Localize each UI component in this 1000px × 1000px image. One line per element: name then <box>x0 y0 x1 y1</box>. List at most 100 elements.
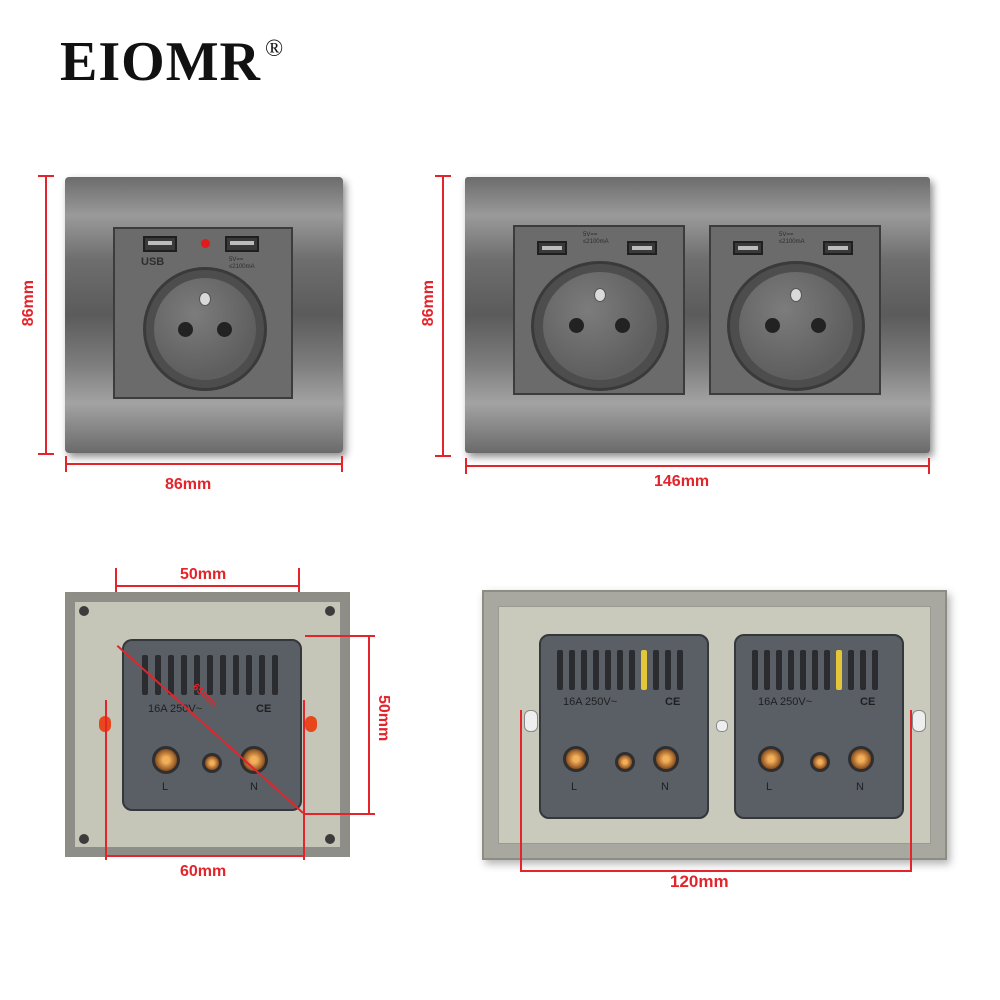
brand-name: EIOMR <box>60 31 261 93</box>
usb-port-right <box>823 241 853 255</box>
usb-port-left <box>537 241 567 255</box>
socket-module: USB 5V==≤2100mA <box>113 227 293 399</box>
side-dimension-line <box>368 635 370 815</box>
terminal-l-label: L <box>162 781 169 793</box>
height-dimension-tick-bottom <box>435 455 451 457</box>
ce-mark: CE <box>256 703 272 715</box>
rating-label: 16A 250V~ <box>758 696 813 708</box>
outlet-ring <box>727 261 865 391</box>
bottom-width-label: 60mm <box>180 863 227 880</box>
socket-mechanism-right: 16A 250V~ CE L N <box>734 634 904 819</box>
single-socket-back: 50mm 16A 250V~ CE L N 65mm 50mm <box>40 560 400 900</box>
single-face-plate: USB 5V==≤2100mA <box>65 177 343 453</box>
outlet-ring <box>531 261 669 391</box>
width-dimension-tick-left <box>465 458 467 474</box>
vent-slots <box>142 655 278 695</box>
terminal-n-label: N <box>661 781 669 793</box>
height-dimension-tick-top <box>435 175 451 177</box>
vent-slots <box>557 650 683 690</box>
ce-mark: CE <box>860 696 876 708</box>
height-dimension-tick-top <box>38 175 54 177</box>
terminal-live <box>563 746 589 772</box>
usb-port-left <box>143 236 177 252</box>
center-hole <box>716 720 728 732</box>
outlet-face <box>154 278 256 380</box>
earth-pin <box>790 288 802 302</box>
ce-mark: CE <box>665 696 681 708</box>
double-face-plate: 5V==≤2100mA 5V==≤2100mA <box>465 177 930 453</box>
height-label: 86mm <box>420 280 437 327</box>
terminal-earth <box>202 753 222 773</box>
top-dimension-line <box>115 585 300 587</box>
indicator-led <box>201 239 210 248</box>
bottom-dimension-tick-left <box>520 710 522 872</box>
terminal-neutral <box>653 746 679 772</box>
usb-spec: 5V==≤2100mA <box>779 232 805 246</box>
screw-bottom-right <box>325 834 335 844</box>
rating-label: 16A 250V~ <box>563 696 618 708</box>
side-height-label: 50mm <box>375 695 392 742</box>
mounting-hole-right <box>305 716 317 732</box>
side-dimension-tick-top <box>305 635 375 637</box>
usb-spec: 5V==≤2100mA <box>583 232 609 246</box>
terminal-live <box>152 746 180 774</box>
bottom-dimension-tick-right <box>910 710 912 872</box>
screw-bottom-left <box>79 834 89 844</box>
usb-spec-voltage: 5V== <box>779 232 794 238</box>
earth-pin <box>594 288 606 302</box>
usb-spec-current: ≤2100mA <box>779 239 805 245</box>
double-socket-back: 16A 250V~ CE L N 16A 250V~ CE L N 120mm <box>470 585 980 905</box>
usb-spec-voltage: 5V== <box>229 257 244 263</box>
registered-mark: ® <box>265 36 285 62</box>
socket-hole-left <box>765 318 780 333</box>
bottom-dimension-line <box>105 855 305 857</box>
bottom-dimension-tick-left <box>105 700 107 860</box>
width-label: 146mm <box>654 473 710 490</box>
usb-spec: 5V==≤2100mA <box>229 257 255 271</box>
mounting-hole-left <box>524 710 538 732</box>
socket-hole-left <box>569 318 584 333</box>
outlet-face <box>543 272 657 380</box>
screw-top-right <box>325 606 335 616</box>
usb-port-right <box>225 236 259 252</box>
width-dimension-tick-right <box>928 458 930 474</box>
usb-spec-voltage: 5V== <box>583 232 598 238</box>
socket-hole-left <box>178 322 193 337</box>
usb-spec-current: ≤2100mA <box>583 239 609 245</box>
terminal-l-label: L <box>571 781 578 793</box>
socket-hole-right <box>217 322 232 337</box>
bottom-dimension-tick-right <box>303 700 305 860</box>
top-width-label: 50mm <box>180 566 227 583</box>
socket-module-left: 5V==≤2100mA <box>513 225 685 395</box>
terminal-earth <box>810 752 830 772</box>
socket-module-right: 5V==≤2100mA <box>709 225 881 395</box>
width-dimension-tick-right <box>341 456 343 472</box>
earth-pin <box>199 292 211 306</box>
back-frame: 16A 250V~ CE L N 16A 250V~ CE L N <box>482 590 947 860</box>
usb-port-left <box>733 241 763 255</box>
socket-hole-right <box>811 318 826 333</box>
bottom-dimension-line <box>520 870 912 872</box>
vent-slots <box>752 650 878 690</box>
height-label: 86mm <box>20 280 37 327</box>
double-socket-front: 86mm 5V==≤2100mA 5V==≤2100mA <box>410 160 970 500</box>
usb-mark: USB <box>141 256 165 268</box>
terminal-n-label: N <box>856 781 864 793</box>
socket-mechanism-left: 16A 250V~ CE L N <box>539 634 709 819</box>
height-dimension-tick-bottom <box>38 453 54 455</box>
outlet-ring <box>143 267 267 391</box>
terminal-l-label: L <box>766 781 773 793</box>
terminal-n-label: N <box>250 781 258 793</box>
back-frame: 16A 250V~ CE L N <box>65 592 350 857</box>
side-dimension-tick-bottom <box>305 813 375 815</box>
single-socket-front: 86mm USB 5V==≤2100mA 86mm <box>0 160 360 500</box>
terminal-live <box>758 746 784 772</box>
width-label: 86mm <box>165 476 212 493</box>
terminal-earth <box>615 752 635 772</box>
usb-spec-current: ≤2100mA <box>229 264 255 270</box>
brand-logo: EIOMR® <box>60 30 284 94</box>
bottom-width-label: 120mm <box>670 872 729 891</box>
width-dimension-line <box>65 463 343 465</box>
width-dimension-line <box>465 465 930 467</box>
width-dimension-tick-left <box>65 456 67 472</box>
